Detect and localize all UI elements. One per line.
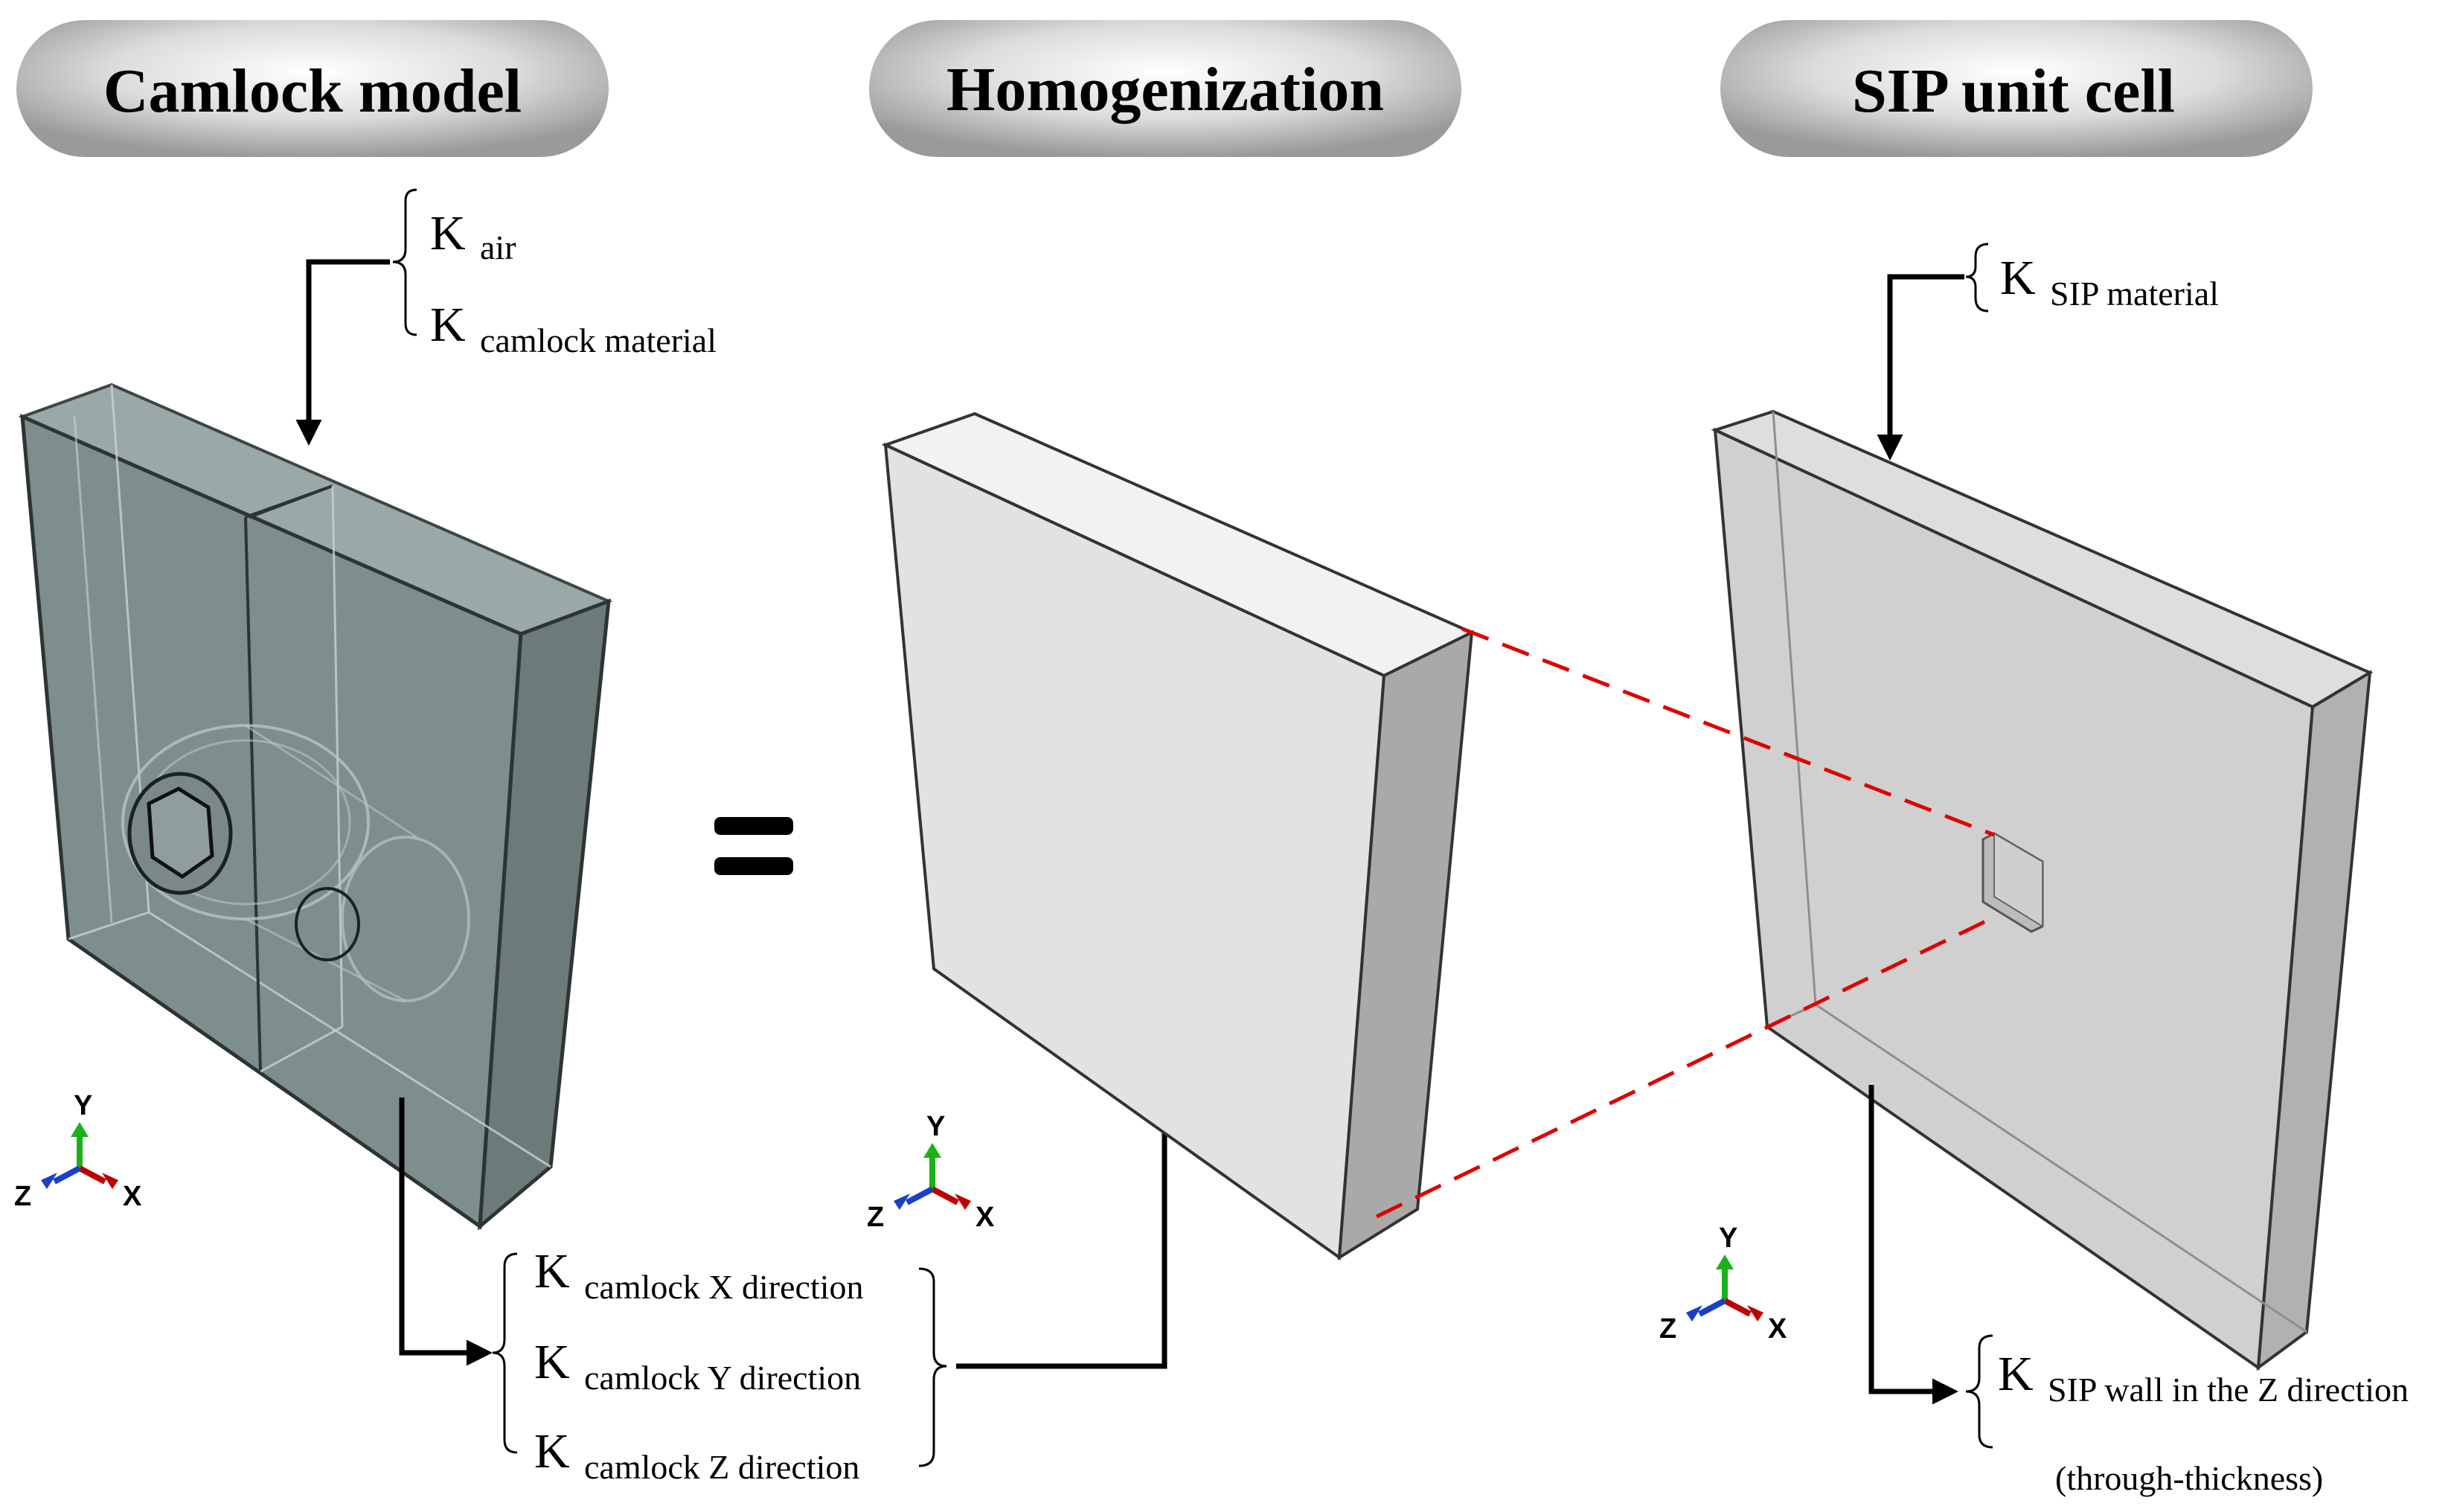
projection-line-lower [1375, 917, 1992, 1219]
arrow-to-camlock-top [295, 259, 390, 446]
k-camlock-y-symbol: K [534, 1335, 570, 1389]
through-thickness-label: (through-thickness) [2055, 1459, 2323, 1497]
k-sip-wall-subscript: SIP wall in the Z direction [2048, 1371, 2409, 1409]
k-camlock-material-subscript: camlock material [480, 321, 717, 359]
k-camlock-z-symbol: K [534, 1424, 570, 1479]
header-camlock-model-label: Camlock model [103, 57, 522, 126]
k-sip-material-subscript: SIP material [2050, 275, 2219, 313]
brace-k-air [392, 188, 417, 336]
header-camlock-model: Camlock model [16, 20, 609, 157]
header-homogenization: Homogenization [869, 20, 1461, 157]
axis-triad-camlock: Y X Z [14, 1090, 142, 1212]
k-air-subscript: air [480, 228, 516, 266]
axis-y-label: Y [926, 1111, 945, 1142]
arrow-to-sip-top [1877, 274, 1964, 461]
k-camlock-x-subscript: camlock X direction [584, 1268, 864, 1306]
homogenized-side-face [1337, 630, 1474, 1260]
projection-lines [1375, 627, 1995, 1219]
arrow-directions-to-homogenized [956, 1066, 1178, 1369]
header-sip-unit-cell: SIP unit cell [1720, 20, 2313, 157]
k-sip-wall-symbol: K [1998, 1347, 2034, 1401]
k-air-camlock-material-group: K air K camlock material [295, 188, 717, 446]
equals-sign: = [714, 817, 793, 875]
header-homogenization-label: Homogenization [946, 55, 1384, 124]
k-sip-material-symbol: K [2000, 251, 2036, 305]
sip-unit-cell-block [1711, 409, 2374, 1371]
axis-z-label: Z [1659, 1313, 1676, 1345]
k-air-symbol: K [430, 206, 466, 260]
k-sip-material-group: K SIP material [1877, 243, 2219, 461]
brace-k-sip-material [1965, 243, 1989, 313]
axis-y-label: Y [1719, 1223, 1737, 1254]
k-camlock-directions-group: K camlock X direction K camlock Y direct… [399, 1066, 1178, 1486]
axis-y-label: Y [74, 1090, 92, 1121]
axis-z-label: Z [14, 1181, 31, 1212]
camlock-model-block [18, 382, 613, 1231]
k-camlock-z-subscript: camlock Z direction [584, 1448, 859, 1486]
axis-x-label: X [123, 1181, 142, 1212]
k-sip-wall-group: K SIP wall in the Z direction (through-t… [1868, 1085, 2409, 1497]
homogenized-block [881, 411, 1476, 1260]
axis-x-label: X [1768, 1313, 1787, 1345]
arrow-camlock-to-directions [399, 1098, 493, 1366]
axis-z-label: Z [867, 1202, 884, 1233]
axis-triad-homogenized: Y X Z [867, 1111, 995, 1233]
camlock-hole [295, 887, 360, 961]
axis-triad-sip: Y X Z [1659, 1223, 1787, 1345]
k-camlock-y-subscript: camlock Y direction [584, 1359, 861, 1397]
brace-k-sip-wall [1965, 1334, 1993, 1449]
hex-socket-icon [147, 787, 214, 880]
k-camlock-x-symbol: K [534, 1244, 570, 1298]
brace-camlock-directions-left [492, 1252, 518, 1454]
brace-camlock-directions-right [918, 1267, 947, 1467]
arrow-sip-to-wall-label [1868, 1085, 1958, 1405]
projection-line-upper [1461, 627, 1995, 837]
axis-x-label: X [975, 1202, 995, 1233]
header-sip-unit-cell-label: SIP unit cell [1852, 57, 2175, 126]
k-camlock-material-symbol: K [430, 298, 466, 352]
